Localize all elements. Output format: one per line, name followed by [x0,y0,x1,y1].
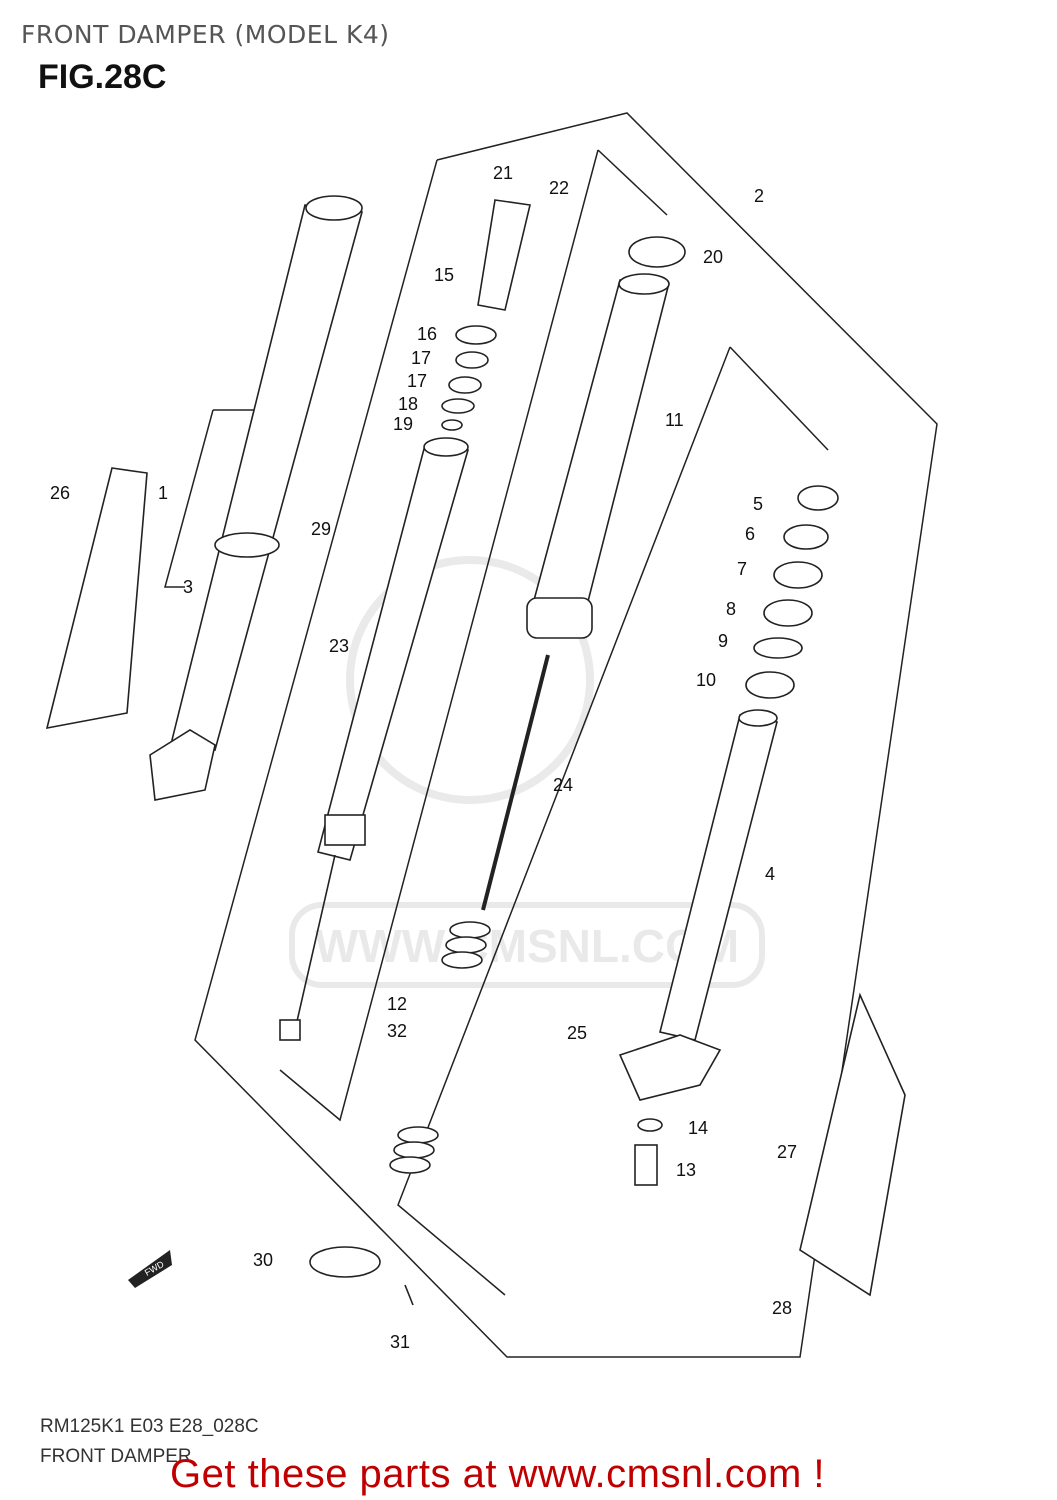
part-label[interactable]: 19 [393,414,413,434]
part-label[interactable]: 17 [411,348,431,368]
part-label[interactable]: 18 [398,394,418,414]
part-label[interactable]: 27 [777,1142,797,1162]
part-label[interactable]: 16 [417,324,437,344]
part-label[interactable]: 15 [434,265,454,285]
part-label[interactable]: 30 [253,1250,273,1270]
part-label[interactable]: 10 [696,670,716,690]
part-label[interactable]: 21 [493,163,513,183]
part-label[interactable]: 28 [772,1298,792,1318]
part-label[interactable]: 2 [754,186,764,206]
part-label[interactable]: 4 [765,864,775,884]
part-label[interactable]: 12 [387,994,407,1014]
part-label[interactable]: 17 [407,371,427,391]
part-label[interactable]: 24 [553,775,573,795]
part-label[interactable]: 25 [567,1023,587,1043]
part-label[interactable]: 1 [158,483,168,503]
spring-12 [389,921,491,1174]
part-label[interactable]: 7 [737,559,747,579]
diagram-caption: FRONT DAMPER [40,1446,192,1467]
part-label[interactable]: 31 [390,1332,410,1352]
parts [45,195,906,1306]
diagram-code: RM125K1 E03 E28_028C [40,1416,259,1437]
part-label[interactable]: 29 [311,519,331,539]
figure-number: FIG.28C [38,58,167,96]
part-label[interactable]: 20 [703,247,723,267]
part-label[interactable]: 8 [726,599,736,619]
part-label[interactable]: 9 [718,631,728,651]
part-label[interactable]: 22 [549,178,569,198]
page-title: FRONT DAMPER (MODEL K4) [21,20,390,49]
part-label[interactable]: 6 [745,524,755,544]
svg-text:WWW.CMSNL.COM: WWW.CMSNL.COM [315,920,739,972]
part-label[interactable]: 26 [50,483,70,503]
part-label[interactable]: 5 [753,494,763,514]
part-label[interactable]: 32 [387,1021,407,1041]
part-label[interactable]: 23 [329,636,349,656]
part-label[interactable]: 13 [676,1160,696,1180]
part-label[interactable]: 3 [183,577,193,597]
promo-link[interactable]: Get these parts at www.cmsnl.com ! [170,1452,825,1496]
frame-lines [164,112,938,1358]
fwd-arrow: FWD [128,1250,172,1288]
part-label[interactable]: 11 [665,410,684,430]
part-label[interactable]: 14 [688,1118,708,1138]
